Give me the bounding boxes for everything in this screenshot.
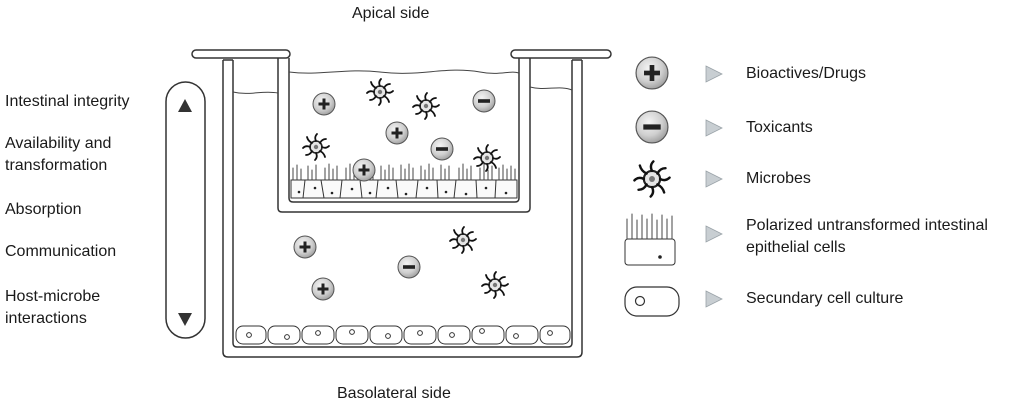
apical-side-label: Apical side bbox=[352, 5, 430, 22]
left-list-item: Intestinal integrity bbox=[5, 93, 130, 110]
legend-label: Toxicants bbox=[746, 119, 813, 136]
legend-icons bbox=[624, 56, 680, 317]
outer-well bbox=[222, 59, 583, 358]
gradient-capsule bbox=[165, 81, 206, 339]
left-list-item: Availability and transformation bbox=[5, 135, 112, 174]
secondary-cell-icon bbox=[624, 286, 680, 317]
legend-label: Microbes bbox=[746, 170, 811, 187]
legend-label: Polarized untransformed intestinal epith… bbox=[746, 217, 988, 256]
left-list-item: Communication bbox=[5, 243, 117, 260]
basolateral-side-label: Basolateral side bbox=[337, 385, 451, 402]
triangle-right-icon bbox=[705, 225, 723, 243]
transwell-insert bbox=[191, 49, 612, 213]
microbe-icon bbox=[633, 160, 671, 198]
left-list-item: Absorption bbox=[5, 201, 82, 218]
triangle-right-icon bbox=[705, 290, 723, 308]
legend-label: Bioactives/Drugs bbox=[746, 65, 867, 82]
triangle-right-icon bbox=[705, 170, 723, 188]
minus-circle-icon bbox=[635, 110, 669, 144]
epithelial-cell-icon bbox=[624, 213, 676, 266]
plus-circle-icon bbox=[635, 56, 669, 90]
left-list-item: Host-microbe interactions bbox=[5, 288, 101, 327]
basolateral-liquid-surface bbox=[232, 86, 573, 94]
basolateral-particles bbox=[293, 226, 509, 301]
triangle-right-icon bbox=[705, 65, 723, 83]
legend-label: Secundary cell culture bbox=[746, 290, 904, 307]
legend-pointers bbox=[705, 65, 723, 308]
triangle-right-icon bbox=[705, 119, 723, 137]
secondary-cell-layer bbox=[235, 325, 571, 345]
triangle-down-icon bbox=[178, 313, 192, 326]
epithelial-monolayer bbox=[290, 163, 518, 199]
triangle-up-icon bbox=[178, 99, 192, 112]
apical-liquid-surface bbox=[288, 69, 520, 74]
